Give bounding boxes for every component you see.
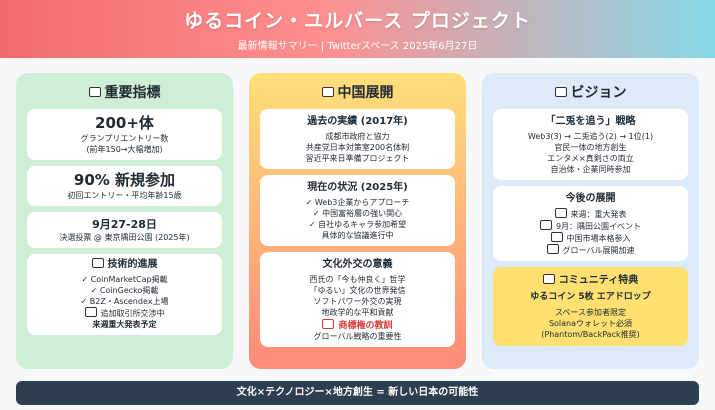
flag-icon — [550, 232, 563, 242]
strategy-card: 「二兎を追う」戦略 Web3(3) → 二兎追う(2) → 1位(1) 官民一体… — [493, 109, 688, 180]
list-item: ✓ 中国富裕層の強い関心 — [312, 209, 403, 218]
panel-vision: ビジョン 「二兎を追う」戦略 Web3(3) → 二兎追う(2) → 1位(1)… — [482, 73, 699, 369]
metric-card-entries: 200+体 グランプリエントリー数 (前年150→大幅増加) — [27, 109, 222, 160]
list-item: 来週：重大発表 — [499, 208, 682, 220]
refresh-icon — [84, 307, 97, 317]
gear-icon — [91, 258, 104, 268]
list-item: ✓ B2Z・Ascendex上場 — [80, 297, 169, 306]
announce-note: 来週重大発表予定 — [92, 320, 157, 329]
panel-key-metrics: 重要指標 200+体 グランプリエントリー数 (前年150→大幅増加) 90% … — [16, 73, 233, 369]
tech-progress-card: 技術的進展 ✓ CoinMarketCap掲載 ✓ CoinGecko掲載 ✓ … — [27, 254, 222, 335]
list-item: ✓ 自社ゆるキャラ参加希望 — [308, 220, 407, 229]
diplomacy-card: 文化外交の意義 西氏の「今も仲良く」哲学 「ゆるい」文化の世界発信 ソフトパワー… — [260, 252, 455, 347]
page-title: ゆるコイン・ユルバース プロジェクト — [184, 10, 531, 32]
status-card: 現在の状況 (2025年) ✓ Web3企業からアプローチ ✓ 中国富裕層の強い… — [260, 175, 455, 246]
list-item: グローバル展開加速 — [499, 244, 682, 256]
globe-icon — [546, 244, 559, 254]
community-bonus-card: コミュニティ特典 ゆるコイン 5枚 エアドロップ スペース参加者限定 Solan… — [493, 267, 688, 346]
list-item: ✓ CoinGecko掲載 — [90, 286, 159, 295]
target-icon — [554, 87, 567, 97]
list-item: ✓ Web3企業からアプローチ — [305, 198, 410, 207]
list-item: ✓ CoinMarketCap掲載 — [81, 275, 168, 284]
footer-banner: 文化×テクノロジー×地方創生 = 新しい日本の可能性 — [16, 381, 699, 405]
calendar-icon — [539, 220, 552, 230]
roadmap-card: 今後の展開 来週：重大発表 9月：隅田公園イベント 中国市場本格参入 グローバル… — [493, 186, 688, 261]
chart-icon — [88, 87, 101, 97]
tech-progress-title: 技術的進展 — [33, 257, 216, 272]
panel-title: ビジョン — [490, 81, 691, 103]
list-item: 中国市場本格参入 — [499, 232, 682, 244]
page-subtitle: 最新情報サマリー | Twitterスペース 2025年6月27日 — [237, 41, 478, 52]
flag-icon — [321, 87, 334, 97]
gift-icon — [542, 274, 555, 284]
metric-card-date: 9月27-28日 決選投票 @ 東京隅田公園 (2025年) — [27, 212, 222, 248]
warning-label: 商標権の教訓 — [266, 318, 449, 331]
warning-icon — [322, 319, 335, 329]
header-banner: ゆるコイン・ユルバース プロジェクト 最新情報サマリー | Twitterスペー… — [0, 0, 715, 58]
panel-title: 中国展開 — [257, 81, 458, 103]
metric-card-new: 90% 新規参加 初回エントリー・平均年齢15歳 — [27, 166, 222, 206]
panel-china: 中国展開 過去の実績 (2017年) 成都市政府と協力 共産党日本対策室200名… — [249, 73, 466, 369]
list-item: 追加取引所交渉中 — [33, 307, 216, 319]
announce-icon — [554, 208, 567, 218]
panel-title: 重要指標 — [24, 81, 225, 103]
history-card: 過去の実績 (2017年) 成都市政府と協力 共産党日本対策室200名体制 習近… — [260, 109, 455, 169]
list-item: 9月：隅田公園イベント — [499, 220, 682, 232]
